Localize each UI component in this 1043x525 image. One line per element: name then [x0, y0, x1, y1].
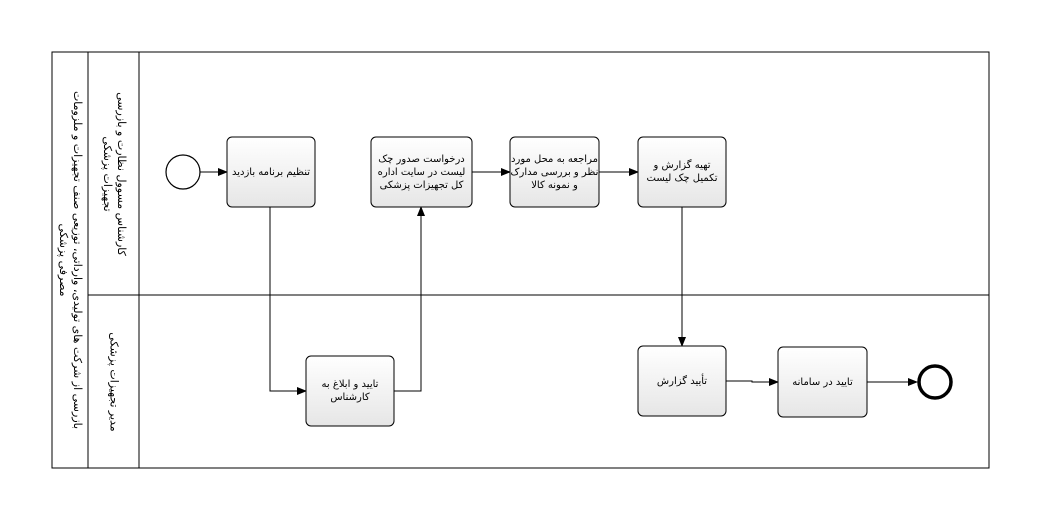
task-site-inspection[interactable]: مراجعه به محل مورد نظر و بررسی مدارک و ن…: [509, 136, 600, 208]
flow-t6-to-t7: [726, 378, 779, 386]
task-site-inspection-label: مراجعه به محل مورد نظر و بررسی مدارک و ن…: [510, 153, 599, 191]
task-approve-report-label: تأیید گزارش: [656, 375, 708, 387]
task-approve-in-system[interactable]: تایید در سامانه: [777, 346, 868, 418]
task-approve-and-notify[interactable]: تایید و ابلاغ به کارشناس: [305, 355, 395, 427]
task-approve-and-notify-label: تایید و ابلاغ به کارشناس: [321, 379, 379, 403]
pool-border: [51, 51, 990, 469]
flow-t1-to-t5: [269, 207, 307, 395]
task-request-checklist[interactable]: درخواست صدور چک لیست در سایت اداره کل تج…: [370, 136, 473, 208]
pool-label: بازرسی از شرکت های تولیدی، وارداتی، توزی…: [57, 91, 84, 429]
lane-label-manager: مدیر تجهیزات پزشکی: [108, 332, 121, 431]
task-prepare-report[interactable]: تهیه گزارش و تکمیل چک لیست: [637, 136, 727, 208]
task-approve-report[interactable]: تأیید گزارش: [637, 345, 727, 417]
task-approve-in-system-label: تایید در سامانه: [792, 376, 853, 388]
task-prepare-report-label: تهیه گزارش و تکمیل چک لیست: [646, 160, 718, 184]
flow-t5-to-t2: [394, 206, 425, 392]
lane-label-expert: کارشناس مسوول نظارت و بازرسی تجهیزات پزش…: [101, 92, 128, 256]
start-event[interactable]: [165, 154, 201, 190]
task-schedule-visit[interactable]: تنظیم برنامه بازدید: [226, 136, 316, 208]
end-event[interactable]: [917, 364, 953, 400]
task-request-checklist-label: درخواست صدور چک لیست در سایت اداره کل تج…: [377, 153, 466, 191]
task-schedule-visit-label: تنظیم برنامه بازدید: [231, 166, 311, 178]
